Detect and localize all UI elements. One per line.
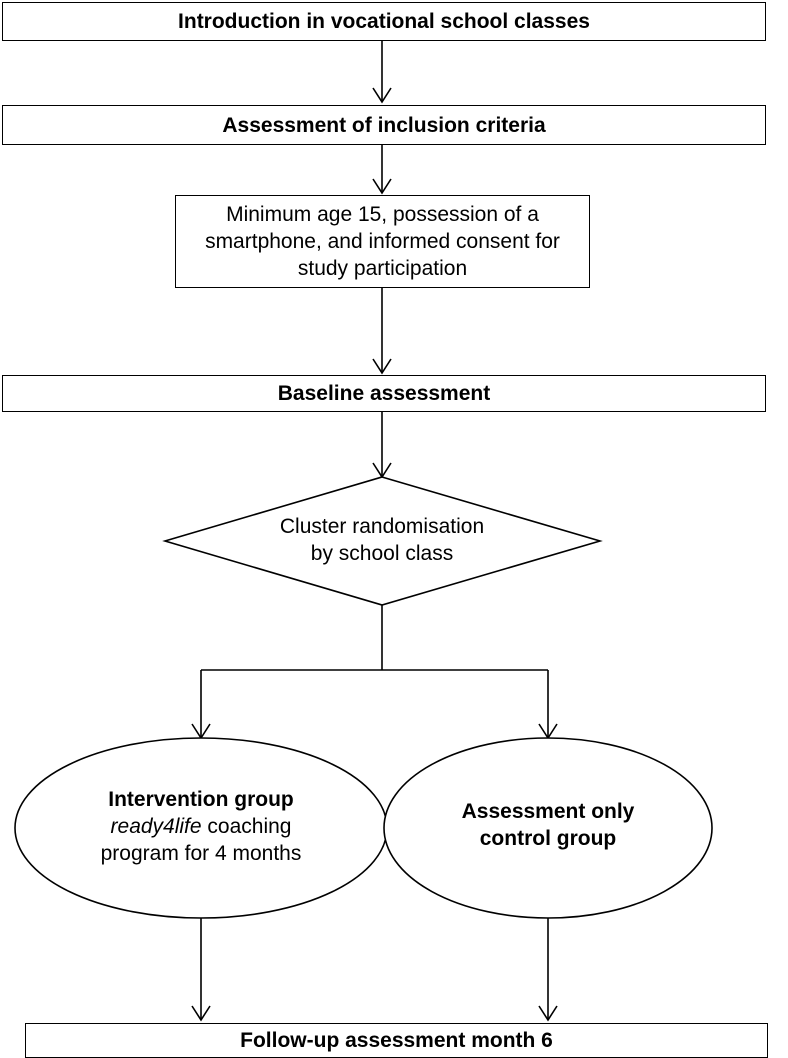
randomisation-line-2: by school class	[310, 542, 454, 565]
followup-label: Follow-up assessment month 6	[240, 1029, 553, 1052]
intervention-program-line: ready4life coaching	[111, 813, 292, 840]
criteria-line-1: Minimum age 15, possession of a	[226, 203, 539, 226]
intro-label: Introduction in vocational school classe…	[178, 10, 590, 33]
arrowhead-intervention-to-followup	[191, 1005, 211, 1022]
randomisation-label: Cluster randomisation by school class	[232, 507, 532, 573]
arrowhead-control-to-followup	[538, 1005, 558, 1022]
arrowhead-inclusion-to-criteria	[372, 178, 392, 195]
control-line-2: control group	[479, 827, 617, 850]
intervention-duration: program for 4 months	[100, 841, 302, 865]
program-name: ready4life	[110, 814, 202, 838]
program-suffix: coaching	[201, 814, 292, 838]
inclusion-label: Assessment of inclusion criteria	[222, 113, 546, 137]
baseline-box: Baseline assessment	[2, 375, 766, 412]
criteria-line-2: smartphone, and informed consent for	[205, 230, 560, 253]
arrowhead-intro-to-inclusion	[372, 87, 392, 104]
intervention-label: Intervention group ready4life coaching p…	[40, 778, 362, 874]
control-label: Assessment only control group	[398, 792, 698, 858]
criteria-box: Minimum age 15, possession of a smartpho…	[175, 195, 590, 288]
intro-box: Introduction in vocational school classe…	[2, 2, 766, 41]
intervention-title: Intervention group	[108, 787, 294, 811]
arrowhead-criteria-to-baseline	[372, 358, 392, 375]
baseline-label: Baseline assessment	[277, 382, 491, 405]
followup-box: Follow-up assessment month 6	[25, 1023, 768, 1058]
criteria-line-3: study participation	[297, 257, 468, 280]
inclusion-box: Assessment of inclusion criteria	[2, 105, 766, 145]
control-line-1: Assessment only	[461, 800, 635, 823]
randomisation-line-1: Cluster randomisation	[279, 515, 485, 538]
